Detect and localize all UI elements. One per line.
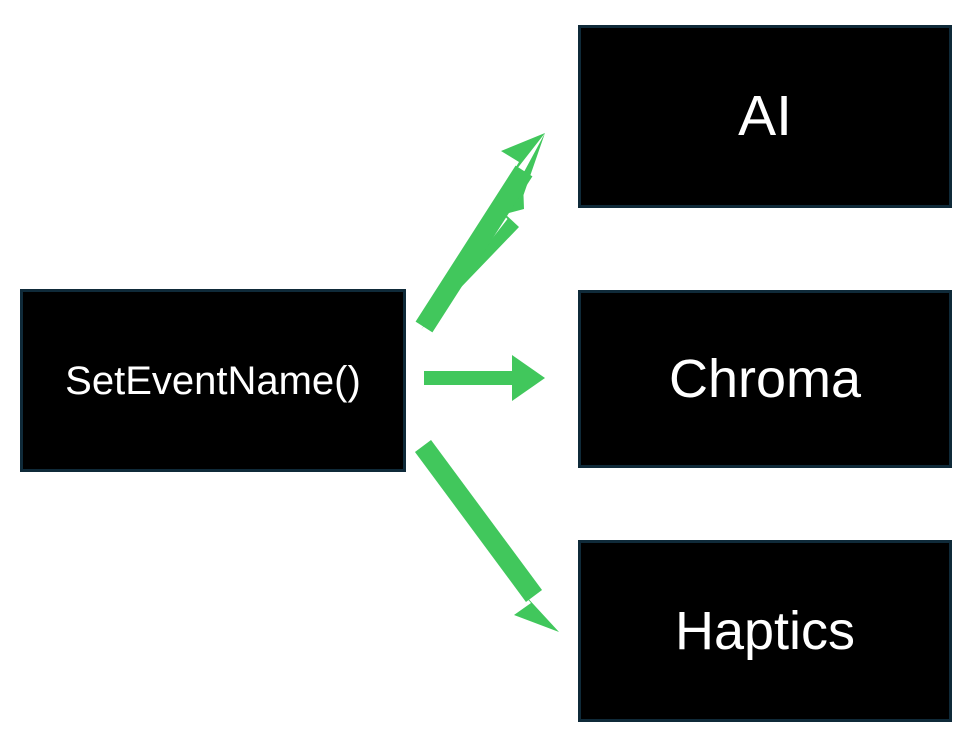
- edge-shaft-haptics: [414, 440, 543, 602]
- node-seteventname-label: SetEventName(): [65, 358, 361, 403]
- node-haptics-label: Haptics: [674, 601, 856, 661]
- node-seteventname[interactable]: SetEventName(): [20, 289, 406, 472]
- node-ai-label: AI: [738, 84, 792, 148]
- node-ai[interactable]: AI: [578, 25, 952, 208]
- arrowhead-ai: [501, 133, 545, 183]
- arrow-down-right-icon: [512, 581, 559, 632]
- arrow-up-right-icon: [421, 133, 545, 330]
- arrow-right-icon: [512, 355, 545, 401]
- node-haptics[interactable]: Haptics: [578, 540, 952, 722]
- edge-source-to-haptics: [414, 440, 559, 632]
- edge-shaft-ai: [415, 165, 533, 333]
- edge-source-to-ai: [415, 133, 545, 333]
- node-chroma[interactable]: Chroma: [578, 290, 952, 468]
- edge-source-to-chroma: [424, 355, 545, 401]
- node-chroma-label: Chroma: [668, 349, 862, 409]
